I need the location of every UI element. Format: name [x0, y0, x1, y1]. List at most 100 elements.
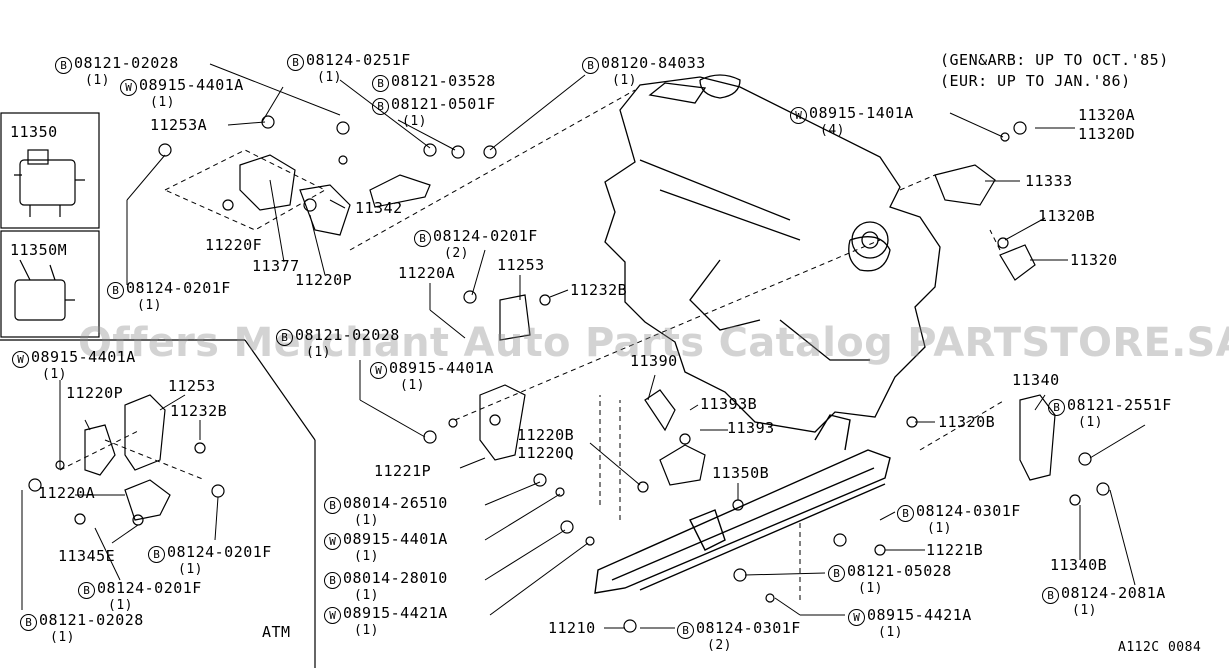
mount-drawings — [84, 154, 1056, 521]
callout-11377: 11377 — [252, 258, 300, 274]
bolt-symbol-icon: B — [20, 614, 37, 631]
washer-symbol-icon: W — [848, 609, 865, 626]
part-number: 11320B — [938, 413, 996, 431]
part-number: 11340B — [1050, 556, 1108, 574]
inset-label-bottom: 11350M — [10, 241, 68, 259]
callout-11220b: 11220B — [517, 427, 574, 443]
callout-11220f: 11220F — [205, 237, 262, 253]
part-number: 11350B — [712, 464, 770, 482]
part-quantity: (1) — [150, 95, 175, 110]
callout-11220q: 11220Q — [517, 445, 574, 461]
callout-11340: 11340 — [1012, 372, 1060, 388]
callout-11320b: 11320B — [1038, 208, 1095, 224]
applicability-note-1: (GEN&ARB: UP TO OCT.'85) — [940, 51, 1169, 69]
bolt-symbol-icon: B — [1042, 587, 1059, 604]
part-quantity: (1) — [927, 521, 952, 536]
callout-11345e: 11345E — [58, 548, 115, 564]
callout-11340b: 11340B — [1050, 557, 1107, 573]
part-number: 08915-4401A — [139, 76, 244, 94]
part-number: 08915-1401A — [809, 104, 914, 122]
callout-11253a: 11253A — [150, 117, 207, 133]
part-number: 08121-05028 — [847, 562, 952, 580]
part-quantity: (1) — [306, 345, 331, 360]
callout-11390: 11390 — [630, 353, 678, 369]
part-quantity: (1) — [317, 70, 342, 85]
part-quantity: (1) — [354, 513, 379, 528]
part-number: 11345E — [58, 547, 116, 565]
inset-frames — [0, 112, 316, 668]
callout-11333: 11333 — [1025, 173, 1073, 189]
bolt-symbol-icon: B — [107, 282, 124, 299]
part-number: 08915-4421A — [867, 606, 972, 624]
callout-11320b: 11320B — [938, 414, 995, 430]
bolt-symbol-icon: B — [324, 497, 341, 514]
part-number: 08014-28010 — [343, 569, 448, 587]
part-number: 08915-4401A — [343, 530, 448, 548]
callout-11320a: 11320A — [1078, 107, 1135, 123]
part-number: 11320D — [1078, 125, 1136, 143]
applicability-note-2: (EUR: UP TO JAN.'86) — [940, 72, 1131, 90]
part-number: 08915-4401A — [389, 359, 494, 377]
callout-11220p: 11220P — [295, 272, 352, 288]
part-number: 11253 — [497, 256, 545, 274]
callout-11253: 11253 — [497, 257, 545, 273]
callout-11253: 11253 — [168, 378, 216, 394]
bolt-symbol-icon: B — [828, 565, 845, 582]
part-number: 11220A — [38, 484, 96, 502]
part-number: 08121-02028 — [295, 326, 400, 344]
part-number: 08915-4421A — [343, 604, 448, 622]
watermark: Offers Merchant Auto Parts Catalog PARTS… — [78, 320, 1229, 366]
part-number: 08121-03528 — [391, 72, 496, 90]
part-quantity: (1) — [400, 378, 425, 393]
part-quantity: (1) — [612, 73, 637, 88]
callout-11342: 11342 — [355, 200, 403, 216]
crossmember-drawing — [594, 414, 891, 594]
part-number: 11232B — [170, 402, 228, 420]
part-number: 11221P — [374, 462, 432, 480]
inset-label-top: 11350 — [10, 123, 58, 141]
engine-drawing — [604, 74, 941, 433]
atm-label: ATM — [262, 623, 291, 641]
part-quantity: (1) — [108, 598, 133, 613]
callout-11232b: 11232B — [170, 403, 227, 419]
part-number: 11333 — [1025, 172, 1073, 190]
part-number: 11221B — [926, 541, 984, 559]
bolt-symbol-icon: B — [1048, 399, 1065, 416]
part-quantity: (2) — [444, 246, 469, 261]
part-number: 11220A — [398, 264, 456, 282]
callout-11232b: 11232B — [570, 282, 627, 298]
callout-11220a: 11220A — [398, 265, 455, 281]
bolt-symbol-icon: B — [55, 57, 72, 74]
part-number: 11232B — [570, 281, 628, 299]
part-number: 11220P — [295, 271, 353, 289]
part-number: 08120-84033 — [601, 54, 706, 72]
part-quantity: (1) — [50, 630, 75, 645]
part-quantity: (1) — [1072, 603, 1097, 618]
part-number: 11393B — [700, 395, 758, 413]
washer-symbol-icon: W — [12, 351, 29, 368]
washer-symbol-icon: W — [324, 607, 341, 624]
bolt-symbol-icon: B — [582, 57, 599, 74]
callout-11221b: 11221B — [926, 542, 983, 558]
part-quantity: (2) — [707, 638, 732, 653]
